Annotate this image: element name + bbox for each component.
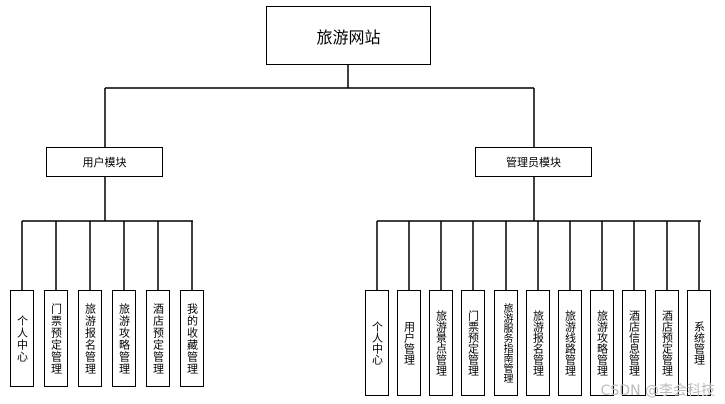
admin-leaf-label: 旅游报名管理: [531, 310, 545, 376]
user-leaf: 我的收藏管理: [180, 290, 204, 387]
user-leaf: 旅游报名管理: [78, 290, 102, 387]
root-label: 旅游网站: [316, 27, 381, 47]
admin-leaf: 旅游线路管理: [558, 290, 582, 396]
admin-leaf-label: 旅游攻略管理: [595, 310, 609, 376]
watermark-text: CSDN @李会科技: [600, 383, 715, 399]
admin-leaf: 用户管理: [397, 290, 421, 396]
admin-leaf: 个人中心: [365, 290, 389, 396]
admin-leaf-label: 酒店预定管理: [660, 310, 674, 376]
user-leaf-label: 旅游报名管理: [83, 302, 97, 375]
root-node: 旅游网站: [266, 6, 431, 65]
admin-module-label: 管理员模块: [506, 156, 561, 169]
user-leaf: 门票预定管理: [44, 290, 68, 387]
user-leaf-label: 我的收藏管理: [185, 302, 199, 375]
user-leaf-label: 旅游攻略管理: [117, 302, 131, 375]
admin-leaf-label: 旅游景点管理: [434, 310, 448, 376]
admin-leaf: 旅游攻略管理: [590, 290, 614, 396]
admin-leaf: 旅游景点管理: [429, 290, 453, 396]
admin-leaf-label: 旅游线路管理: [563, 310, 577, 376]
admin-leaf: 门票预定管理: [461, 290, 485, 396]
admin-leaf: 旅游报名管理: [526, 290, 550, 396]
user-module-label: 用户模块: [82, 156, 127, 169]
admin-leaf: 酒店信息管理: [622, 290, 646, 396]
user-leaf-label: 酒店预定管理: [151, 302, 165, 375]
admin-leaf-label: 系统管理: [692, 321, 706, 365]
admin-leaf-label: 用户管理: [402, 321, 416, 365]
user-module-node: 用户模块: [46, 147, 163, 177]
user-leaf: 个人中心: [10, 290, 34, 387]
user-leaf-label: 个人中心: [15, 314, 29, 363]
admin-leaf: 旅游服务指南管理: [494, 290, 518, 396]
user-leaf: 酒店预定管理: [146, 290, 170, 387]
admin-module-node: 管理员模块: [475, 147, 592, 177]
admin-leaf: 系统管理: [687, 290, 711, 396]
admin-leaf-label: 酒店信息管理: [627, 310, 641, 376]
user-leaf: 旅游攻略管理: [112, 290, 136, 387]
admin-leaf-label: 个人中心: [370, 321, 384, 365]
admin-leaf-label: 旅游服务指南管理: [501, 303, 512, 383]
admin-leaf: 酒店预定管理: [655, 290, 679, 396]
user-leaf-label: 门票预定管理: [49, 302, 63, 375]
admin-leaf-label: 门票预定管理: [466, 310, 480, 376]
